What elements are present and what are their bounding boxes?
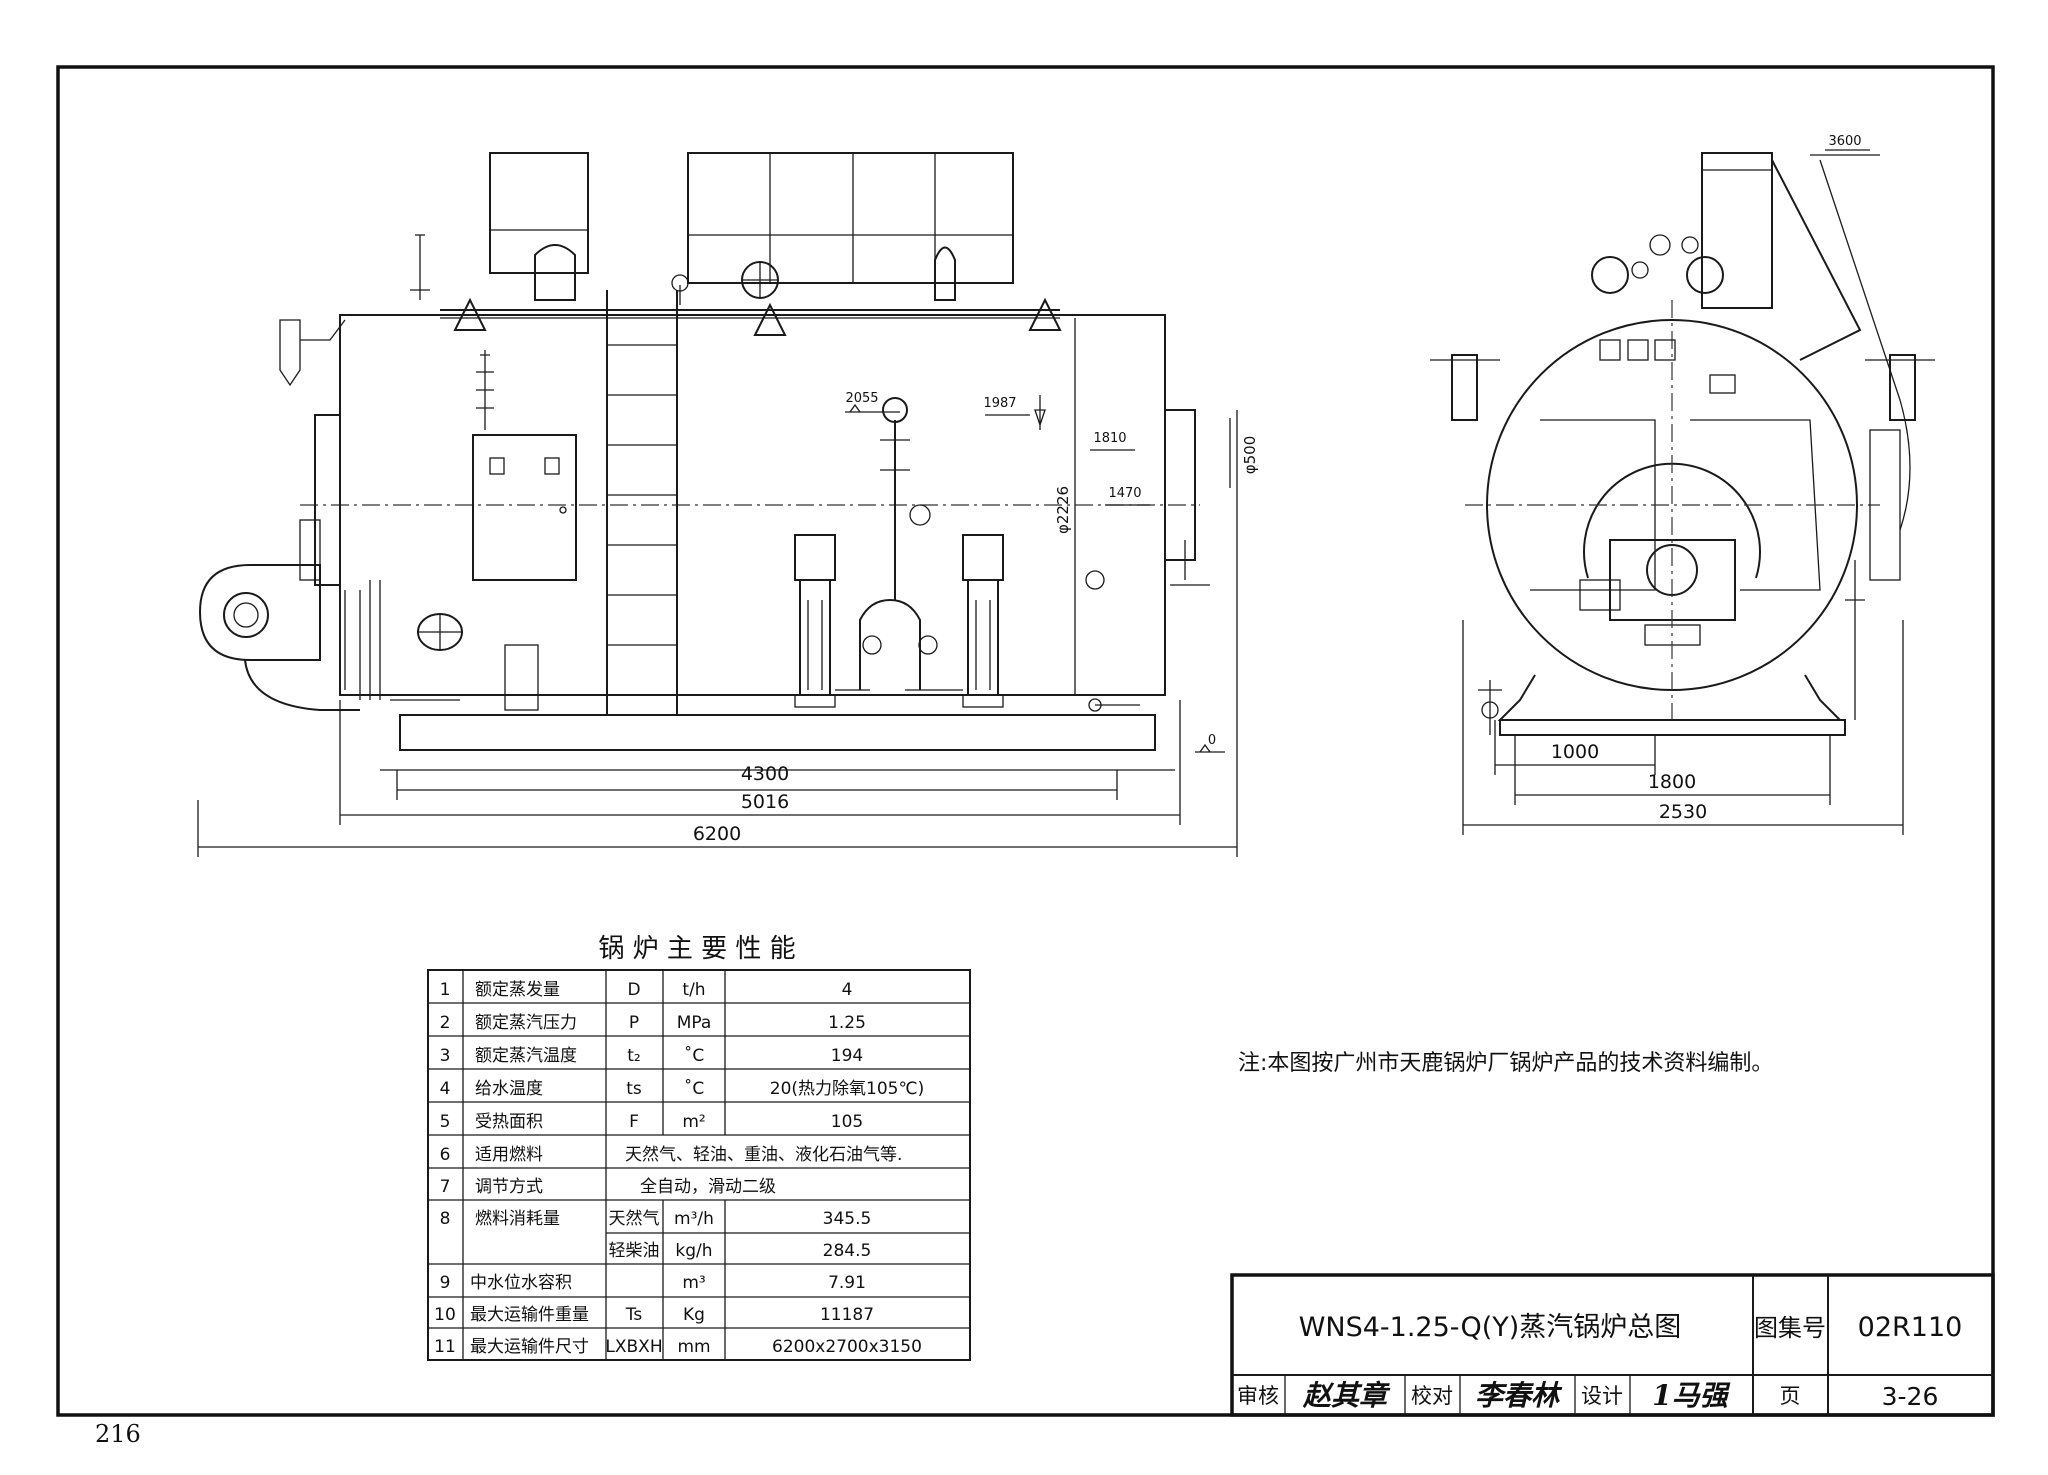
row3-no: 3	[440, 1046, 451, 1066]
dim-4300: 4300	[741, 763, 789, 785]
dim-phi2226: φ2226	[1054, 486, 1072, 534]
row9-value: 7.91	[828, 1273, 866, 1293]
row7-wide: 全自动，滑动二级	[640, 1177, 776, 1197]
row2-name: 额定蒸汽压力	[475, 1013, 577, 1033]
dim-3600: 3600	[1828, 134, 1861, 149]
row8a-unit: m³/h	[674, 1209, 714, 1229]
check-label: 校对	[1411, 1384, 1453, 1408]
row8a-value: 345.5	[823, 1209, 872, 1229]
dim-2530: 2530	[1659, 801, 1707, 823]
ladder	[606, 290, 678, 715]
row11-no: 11	[434, 1337, 456, 1357]
row10-sym: Ts	[625, 1305, 643, 1325]
row4-unit: ˚C	[684, 1078, 704, 1099]
page-value: 3-26	[1882, 1382, 1939, 1411]
row11-value: 6200x2700x3150	[772, 1337, 922, 1357]
row1-value: 4	[842, 980, 853, 1000]
row1-sym: D	[627, 980, 640, 1000]
check-signature: 李春林	[1475, 1379, 1563, 1412]
row1-no: 1	[440, 980, 451, 1000]
row2-no: 2	[440, 1013, 451, 1033]
sheet-frame	[56, 65, 1995, 1417]
review-signature: 赵其章	[1302, 1379, 1391, 1412]
row5-sym: F	[629, 1112, 639, 1132]
row11-name: 最大运输件尺寸	[470, 1337, 589, 1357]
row9-no: 9	[440, 1273, 451, 1293]
drawing-note: 注:本图按广州市天鹿锅炉厂锅炉产品的技术资料编制。	[1238, 1051, 1773, 1076]
row3-sym: t₂	[627, 1046, 640, 1066]
row3-value: 194	[831, 1046, 863, 1066]
row11-unit: mm	[677, 1337, 710, 1357]
dim-2055: 2055	[845, 391, 878, 406]
row6-wide: 天然气、轻油、重油、液化石油气等.	[625, 1145, 902, 1165]
burner	[198, 564, 360, 711]
row3-name: 额定蒸汽温度	[475, 1046, 577, 1066]
front-dimensions	[197, 318, 1238, 857]
row6-name: 适用燃料	[475, 1145, 543, 1165]
front-elevation-view: 4300 5016 6200 2055 1987 1810 1470 0 φ50…	[197, 152, 1259, 857]
row1-name: 额定蒸发量	[475, 980, 560, 1000]
row10-value: 11187	[820, 1305, 874, 1325]
page-number: 216	[95, 1420, 141, 1448]
row8-name: 燃料消耗量	[475, 1209, 560, 1229]
dim-5016: 5016	[741, 791, 789, 813]
row8a-sym: 天然气	[609, 1209, 660, 1229]
row5-name: 受热面积	[475, 1112, 543, 1132]
dim-1470: 1470	[1108, 486, 1141, 501]
row1-unit: t/h	[682, 980, 705, 1000]
row4-sym: ts	[626, 1079, 642, 1099]
row11-sym: LXBXH	[605, 1337, 662, 1357]
feed-pump-right	[962, 534, 1004, 708]
dim-1800: 1800	[1648, 771, 1696, 793]
top-tank-right	[687, 152, 1014, 284]
dim-0: 0	[1208, 733, 1216, 748]
dim-1000: 1000	[1551, 741, 1599, 763]
row8b-sym: 轻柴油	[609, 1241, 660, 1261]
row5-value: 105	[831, 1112, 863, 1132]
row9-unit: m³	[682, 1273, 705, 1293]
row9-name: 中水位水容积	[470, 1273, 572, 1293]
title-block	[1230, 1273, 1995, 1417]
dim-1810: 1810	[1093, 431, 1126, 446]
dim-6200: 6200	[693, 823, 741, 845]
dim-phi500: φ500	[1241, 436, 1259, 475]
row2-unit: MPa	[677, 1013, 712, 1033]
row5-unit: m²	[682, 1112, 705, 1132]
atlas-label: 图集号	[1754, 1314, 1826, 1342]
row3-unit: ˚C	[684, 1045, 704, 1066]
row4-no: 4	[440, 1079, 451, 1099]
drawing-title: WNS4-1.25-Q(Y)蒸汽锅炉总图	[1299, 1312, 1682, 1343]
spec-table	[427, 969, 971, 1361]
row10-unit: Kg	[683, 1305, 705, 1325]
row10-name: 最大运输件重量	[470, 1305, 589, 1325]
row7-name: 调节方式	[475, 1177, 543, 1197]
row4-name: 给水温度	[475, 1079, 543, 1099]
row6-no: 6	[440, 1145, 451, 1165]
row2-value: 1.25	[828, 1013, 866, 1033]
feed-pump-left	[794, 534, 836, 708]
page-label: 页	[1780, 1384, 1801, 1408]
row7-no: 7	[440, 1177, 451, 1197]
side-end-view	[1430, 149, 1935, 835]
row2-sym: P	[629, 1013, 639, 1033]
row10-no: 10	[434, 1305, 456, 1325]
row8b-value: 284.5	[823, 1241, 872, 1261]
row8b-unit: kg/h	[675, 1241, 712, 1261]
design-signature: 1马强	[1652, 1379, 1730, 1412]
row5-no: 5	[440, 1112, 451, 1132]
spec-table-title: 锅 炉 主 要 性 能	[598, 934, 795, 964]
base-frame	[399, 714, 1156, 751]
top-tank-left	[489, 152, 589, 274]
front-smoke-box	[314, 414, 341, 586]
row4-value: 20(热力除氧105℃)	[770, 1079, 924, 1099]
design-label: 设计	[1581, 1384, 1623, 1408]
control-cabinet	[472, 434, 577, 581]
dim-1987: 1987	[983, 396, 1016, 411]
review-label: 审核	[1237, 1384, 1279, 1408]
row8-no: 8	[440, 1209, 451, 1229]
atlas-number: 02R110	[1858, 1312, 1963, 1343]
